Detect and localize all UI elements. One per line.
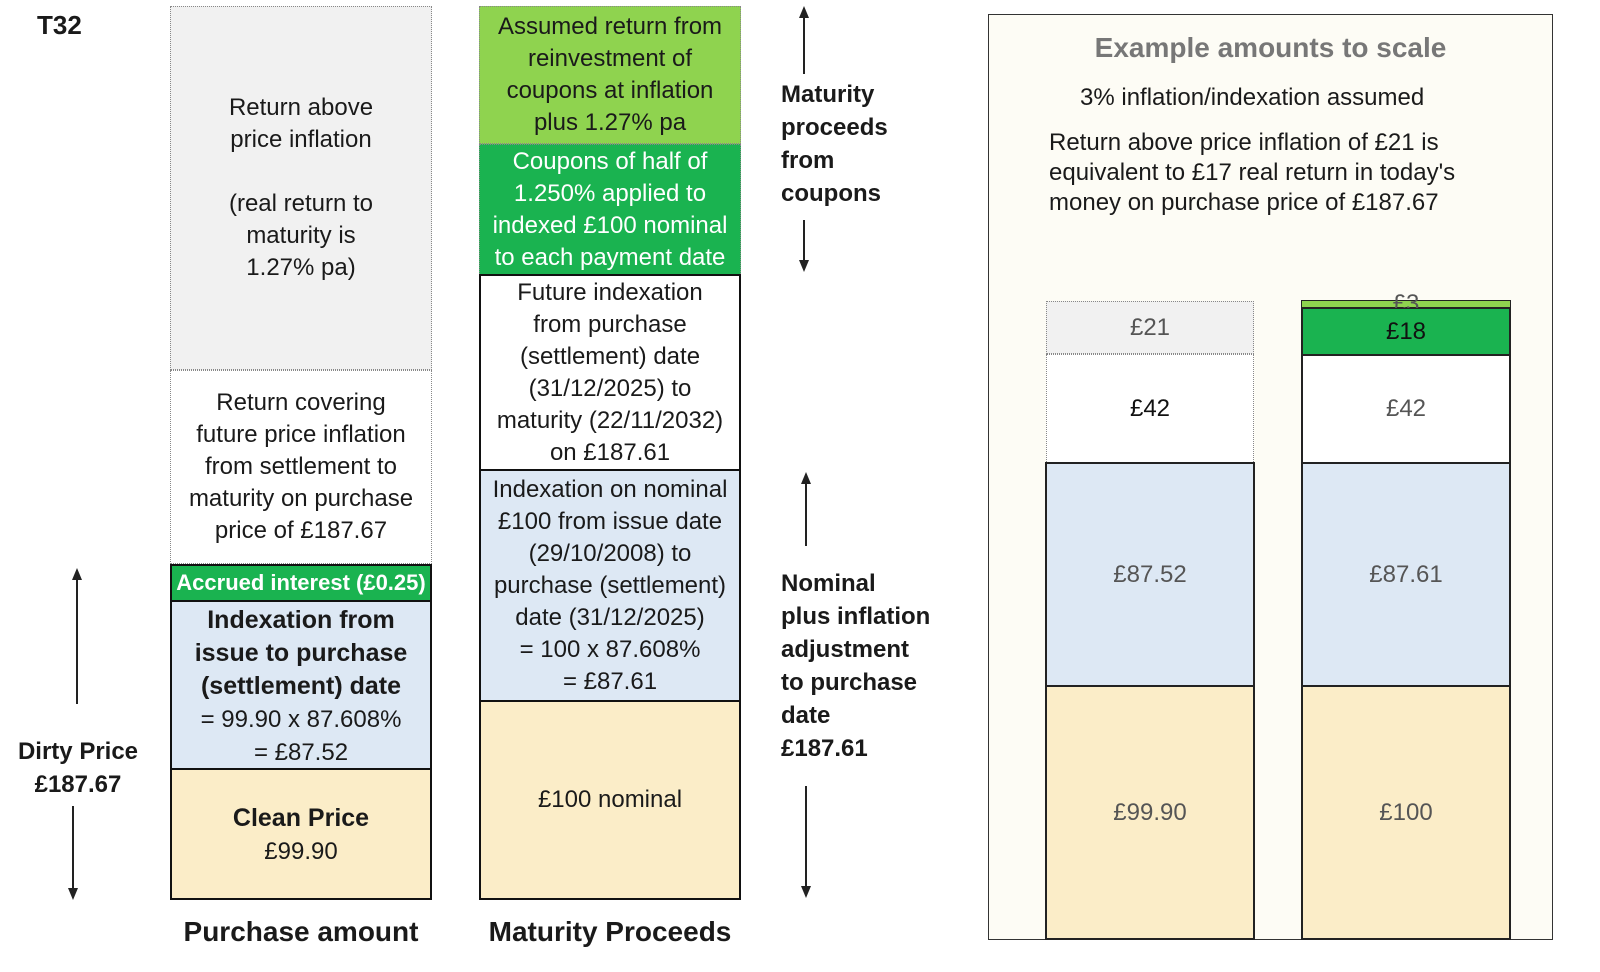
scale-right-nominal: £100 (1301, 685, 1511, 940)
purchase-indexation: Indexation from issue to purchase (settl… (170, 600, 432, 770)
scale-panel-assumption: 3% inflation/indexation assumed (1080, 84, 1425, 111)
clean-price-value: £99.90 (264, 838, 338, 865)
purchase-clean-price: Clean Price £99.90 (170, 768, 432, 900)
scale-left-clean-price: £99.90 (1045, 685, 1255, 940)
maturity-proceeds-title: Maturity Proceeds (488, 916, 732, 947)
purchase-accrued-interest: Accrued interest (£0.25) (170, 564, 432, 602)
nominal-plus-inflation-label: Nominal plus inflation adjustment to pur… (781, 570, 931, 762)
dirty-price-label: Dirty Price £187.67 (17, 738, 139, 798)
maturity-nominal: £100 nominal (479, 700, 741, 900)
scale-panel-note: Return above price inflation of £21 is e… (1049, 129, 1456, 216)
scale-left-real-return: £21 (1046, 301, 1254, 354)
maturity-future-indexation: Future indexation from purchase (settlem… (479, 274, 741, 471)
maturity-reinvestment: Assumed return from reinvestment of coup… (479, 6, 741, 144)
scale-right-indexation: £87.61 (1301, 462, 1511, 687)
purchase-indexation-calc: = 99.90 x 87.608% = £87.52 (200, 706, 402, 766)
maturity-coupons-label: Maturity proceeds from coupons (781, 81, 888, 207)
purchase-indexation-head: Indexation from issue to purchase (settl… (194, 606, 408, 700)
scale-panel-title: Example amounts to scale (1094, 32, 1447, 63)
maturity-coupons: Coupons of half of 1.250% applied to ind… (479, 144, 741, 276)
purchase-amount-title: Purchase amount (183, 916, 419, 947)
maturity-indexation: Indexation on nominal £100 from issue da… (479, 469, 741, 702)
purchase-inflation-return: Return covering future price inflation f… (170, 370, 432, 564)
scale-left-indexation: £87.52 (1045, 462, 1255, 687)
scale-left-inflation-return: £42 (1046, 354, 1254, 464)
purchase-real-return: Return above price inflation (real retur… (170, 6, 432, 370)
scale-right-reinvestment-label: £3 (1392, 290, 1420, 308)
clean-price-head: Clean Price (232, 804, 370, 832)
scale-right-coupons: £18 (1301, 307, 1511, 356)
figure-code: T32 (37, 10, 82, 40)
scale-right-future-indexation: £42 (1301, 354, 1511, 464)
